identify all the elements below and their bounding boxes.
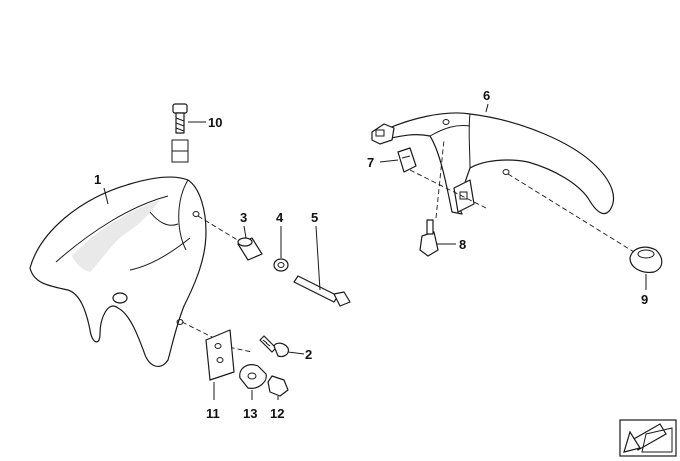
bolt-part-10 (171, 103, 189, 163)
speed-nut-part-7 (397, 147, 417, 173)
screw-part-2 (259, 335, 289, 358)
callout-10: 10 (208, 115, 222, 130)
callout-2: 2 (305, 347, 312, 362)
callout-1: 1 (94, 172, 101, 187)
bolt-part-8 (419, 219, 439, 257)
rear-fender-part-6 (371, 112, 615, 215)
callout-8: 8 (459, 237, 466, 252)
grommet-part-9 (629, 246, 663, 273)
clip-nut-part-13 (239, 364, 267, 389)
callout-5: 5 (311, 210, 318, 225)
callout-13: 13 (243, 406, 257, 421)
callout-4: 4 (276, 210, 284, 225)
bracket-part-11 (205, 329, 235, 381)
cap-screw-part-12 (267, 375, 289, 397)
callout-7: 7 (367, 155, 374, 170)
callout-12: 12 (270, 406, 284, 421)
spacer-part-3 (237, 237, 263, 261)
direction-arrow-icon (619, 419, 677, 457)
callout-11: 11 (206, 406, 220, 421)
callout-9: 9 (641, 292, 648, 307)
washer-part-4 (273, 258, 289, 272)
callout-3: 3 (240, 210, 247, 225)
front-fender-part-1 (29, 176, 207, 368)
long-bolt-part-5 (293, 275, 351, 307)
callout-6: 6 (483, 88, 490, 103)
